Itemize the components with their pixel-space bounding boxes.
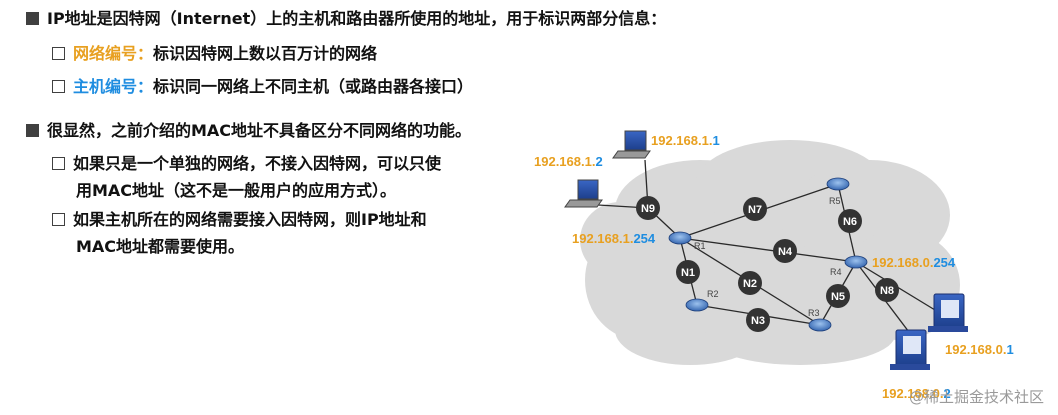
label-n5: N5 <box>831 291 845 303</box>
label-n3: N3 <box>751 315 765 327</box>
item-text: 如果只是一个单独的网络，不接入因特网，可以只使 <box>73 154 442 173</box>
ip-label-pc2: 192.168.1.2 <box>534 154 603 169</box>
item-text: 如果主机所在的网络需要接入因特网，则IP地址和 <box>73 210 427 229</box>
item-single-network-cont: 用MAC地址（这不是一般用户的应用方式）。 <box>76 180 396 202</box>
item-host-number: 主机编号：标识同一网络上不同主机（或路由器各接口） <box>52 76 473 98</box>
router-labels: R1 R2 R3 R4 R5 <box>694 196 842 318</box>
label-n6: N6 <box>843 216 857 228</box>
hollow-square-bullet-icon <box>52 80 65 93</box>
heading-text: 很显然，之前介绍的MAC地址不具备区分不同网络的功能。 <box>47 121 472 140</box>
hollow-square-bullet-icon <box>52 213 65 226</box>
label-n8: N8 <box>880 285 894 297</box>
label-r1: R1 <box>694 241 706 251</box>
item-text: MAC地址都需要使用。 <box>76 237 245 256</box>
desktop-icon-pc3 <box>928 293 968 332</box>
ip-label-r4: 192.168.0.254 <box>872 255 956 270</box>
router-icon-r5 <box>826 177 850 191</box>
square-bullet-icon <box>26 124 39 137</box>
label-n2: N2 <box>743 278 757 290</box>
ip-labels: 192.168.1.1 192.168.1.2 192.168.1.254 19… <box>534 133 1014 401</box>
label-r2: R2 <box>707 289 719 299</box>
item-internet-access-cont: MAC地址都需要使用。 <box>76 236 244 258</box>
router-icon-r2 <box>685 298 709 312</box>
square-bullet-icon <box>26 12 39 25</box>
laptop-icon-pc1 <box>612 130 651 159</box>
label-r4: R4 <box>830 267 842 277</box>
item-internet-access: 如果主机所在的网络需要接入因特网，则IP地址和 <box>52 209 427 231</box>
ip-label-pc3: 192.168.0.1 <box>945 342 1014 357</box>
desktop-icon-pc4 <box>890 329 930 370</box>
network-node-n9 <box>636 196 660 220</box>
routers <box>668 177 868 332</box>
item-text: 用MAC地址（这不是一般用户的应用方式）。 <box>76 181 397 200</box>
label-n1: N1 <box>681 267 695 279</box>
host-number-label: 主机编号： <box>73 77 154 96</box>
router-icon-r1 <box>668 231 692 245</box>
ip-label-pc1: 192.168.1.1 <box>651 133 720 148</box>
network-node-n8 <box>875 278 899 302</box>
router-icon-r3 <box>808 318 832 332</box>
network-node-n7 <box>743 197 767 221</box>
network-node-n4 <box>773 239 797 263</box>
network-nodes <box>636 196 899 332</box>
network-node-labels: N9 N7 N6 N4 N1 N2 N5 N8 N3 <box>641 203 894 327</box>
network-number-desc: 标识因特网上数以百万计的网络 <box>153 44 378 63</box>
router-icon-r4 <box>844 255 868 269</box>
label-n4: N4 <box>778 246 793 258</box>
hollow-square-bullet-icon <box>52 47 65 60</box>
network-node-n1 <box>676 260 700 284</box>
network-node-n3 <box>746 308 770 332</box>
network-topology-diagram: N9 N7 N6 N4 N1 N2 N5 N8 N3 R1 R2 R3 R4 R… <box>534 130 1014 401</box>
hollow-square-bullet-icon <box>52 157 65 170</box>
item-network-number: 网络编号：标识因特网上数以百万计的网络 <box>52 43 377 65</box>
ip-label-r1: 192.168.1.254 <box>572 231 656 246</box>
ip-label-pc4: 192.168.0.2 <box>882 386 951 401</box>
label-n9: N9 <box>641 203 655 215</box>
network-number-label: 网络编号： <box>73 44 154 63</box>
heading-ip-address: IP地址是因特网（Internet）上的主机和路由器所使用的地址，用于标识两部分… <box>26 8 666 30</box>
item-single-network: 如果只是一个单独的网络，不接入因特网，可以只使 <box>52 153 441 175</box>
watermark: @稀土掘金技术社区 <box>908 388 1044 406</box>
host-number-desc: 标识同一网络上不同主机（或路由器各接口） <box>153 77 474 96</box>
laptop-icon-pc2 <box>564 179 603 208</box>
label-r5: R5 <box>829 196 841 206</box>
network-node-n5 <box>826 284 850 308</box>
network-node-n2 <box>738 271 762 295</box>
network-node-n6 <box>838 209 862 233</box>
heading-mac-limitation: 很显然，之前介绍的MAC地址不具备区分不同网络的功能。 <box>26 120 471 142</box>
heading-text: IP地址是因特网（Internet）上的主机和路由器所使用的地址，用于标识两部分… <box>47 9 667 28</box>
label-r3: R3 <box>808 308 820 318</box>
label-n7: N7 <box>748 204 762 216</box>
